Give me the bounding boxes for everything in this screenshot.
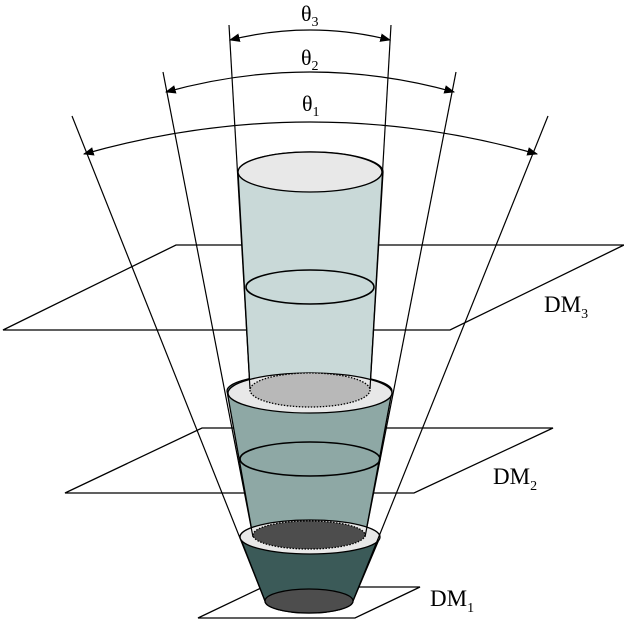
plane-label-dm3: DM3: [544, 292, 588, 322]
angle-label-theta3: θ3: [301, 1, 319, 30]
cone1-left-edge: [71, 115, 266, 602]
angle-arc-theta3: [228, 29, 392, 42]
angle-label-theta2: θ2: [301, 45, 319, 74]
frustum-top-base: [249, 372, 371, 408]
frustum-middle-base: [252, 520, 366, 550]
frustum-bottom-base: [264, 588, 354, 614]
frustum-top-section: [245, 269, 375, 305]
cone2-right-edge: [364, 71, 457, 538]
angle-arc-theta1: [82, 121, 539, 156]
plane-label-dm1: DM1: [430, 586, 474, 616]
cone1-right-edge: [352, 115, 549, 602]
frustum-top-cap: [237, 151, 383, 193]
cone2-left-edge: [162, 71, 254, 538]
plane-label-dm2: DM2: [493, 464, 537, 494]
angle-label-theta1: θ1: [302, 91, 320, 120]
angle-arc-theta2: [164, 71, 456, 94]
